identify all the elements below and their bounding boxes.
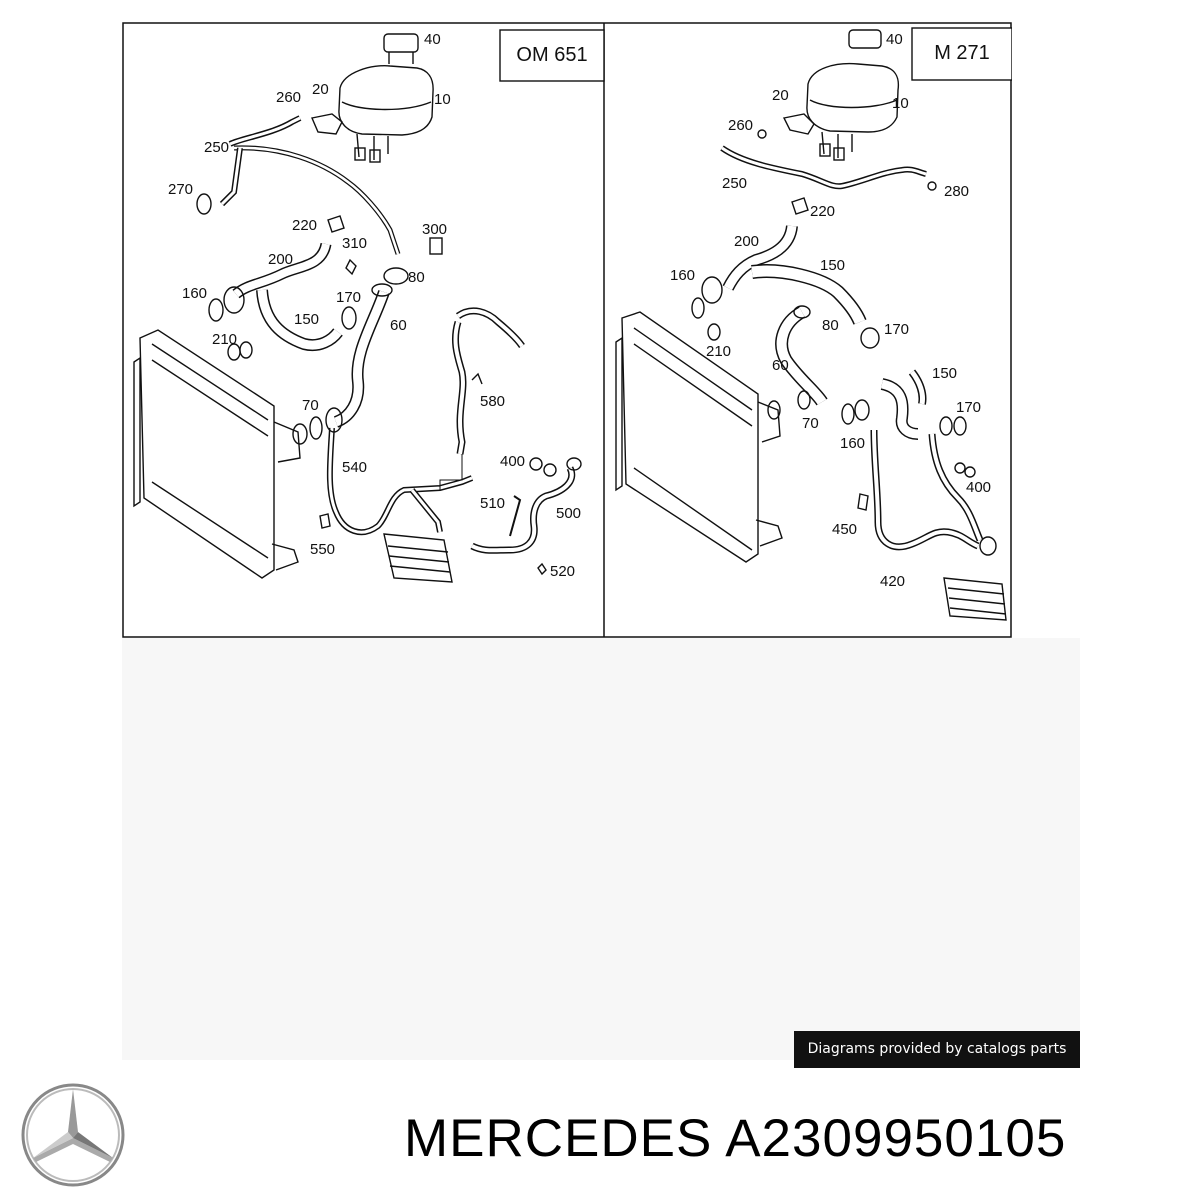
callout-label: 250 bbox=[722, 175, 747, 192]
callout-label: 400 bbox=[966, 479, 991, 496]
callout-label: 550 bbox=[310, 541, 335, 558]
callout-label: 450 bbox=[832, 521, 857, 538]
callout-label: 270 bbox=[168, 181, 193, 198]
callout-label: 150 bbox=[294, 311, 319, 328]
callout-label: 10 bbox=[892, 95, 909, 112]
panel-om651 bbox=[133, 29, 605, 583]
mercedes-star-icon bbox=[20, 1082, 126, 1188]
callout-label: 70 bbox=[302, 397, 319, 414]
background-panel bbox=[122, 638, 1080, 1060]
part-title: MERCEDES A2309950105 bbox=[404, 1108, 1066, 1169]
callout-label: 160 bbox=[670, 267, 695, 284]
callout-label: 150 bbox=[932, 365, 957, 382]
callout-label: 70 bbox=[802, 415, 819, 432]
callout-label: 20 bbox=[312, 81, 329, 98]
callout-label: 40 bbox=[424, 31, 441, 48]
callout-label: 60 bbox=[772, 357, 789, 374]
callout-label: 520 bbox=[550, 563, 575, 580]
callout-label: 200 bbox=[268, 251, 293, 268]
callout-label: 250 bbox=[204, 139, 229, 156]
callout-label: 80 bbox=[822, 317, 839, 334]
callout-label: 510 bbox=[480, 495, 505, 512]
callout-label: 40 bbox=[886, 31, 903, 48]
callout-label: 170 bbox=[956, 399, 981, 416]
engine-label-left: OM 651 bbox=[516, 44, 587, 66]
callout-label: 220 bbox=[810, 203, 835, 220]
callout-label: 170 bbox=[884, 321, 909, 338]
callout-label: 260 bbox=[728, 117, 753, 134]
callout-label: 420 bbox=[880, 573, 905, 590]
callout-label: 10 bbox=[434, 91, 451, 108]
callout-label: 210 bbox=[706, 343, 731, 360]
callout-label: 150 bbox=[820, 257, 845, 274]
callout-label: 200 bbox=[734, 233, 759, 250]
callout-label: 400 bbox=[500, 453, 525, 470]
callout-label: 540 bbox=[342, 459, 367, 476]
callout-label: 310 bbox=[342, 235, 367, 252]
callout-label: 20 bbox=[772, 87, 789, 104]
callout-label: 280 bbox=[944, 183, 969, 200]
callout-label: 210 bbox=[212, 331, 237, 348]
panel-m271 bbox=[615, 27, 1012, 621]
callout-label: 580 bbox=[480, 393, 505, 410]
callout-label: 160 bbox=[840, 435, 865, 452]
engine-label-right: M 271 bbox=[934, 42, 990, 64]
callout-label: 60 bbox=[390, 317, 407, 334]
callout-label: 170 bbox=[336, 289, 361, 306]
credit-banner: Diagrams provided by catalogs parts bbox=[794, 1031, 1080, 1068]
callout-label: 220 bbox=[292, 217, 317, 234]
callout-label: 160 bbox=[182, 285, 207, 302]
callout-label: 260 bbox=[276, 89, 301, 106]
parts-diagram: OM 651 40 10 20 260 250 270 220 310 300 … bbox=[122, 22, 1012, 638]
callout-label: 300 bbox=[422, 221, 447, 238]
callout-label: 80 bbox=[408, 269, 425, 286]
brand-name: MERCEDES bbox=[404, 1109, 713, 1168]
part-number: A2309950105 bbox=[725, 1109, 1067, 1168]
callout-label: 500 bbox=[556, 505, 581, 522]
